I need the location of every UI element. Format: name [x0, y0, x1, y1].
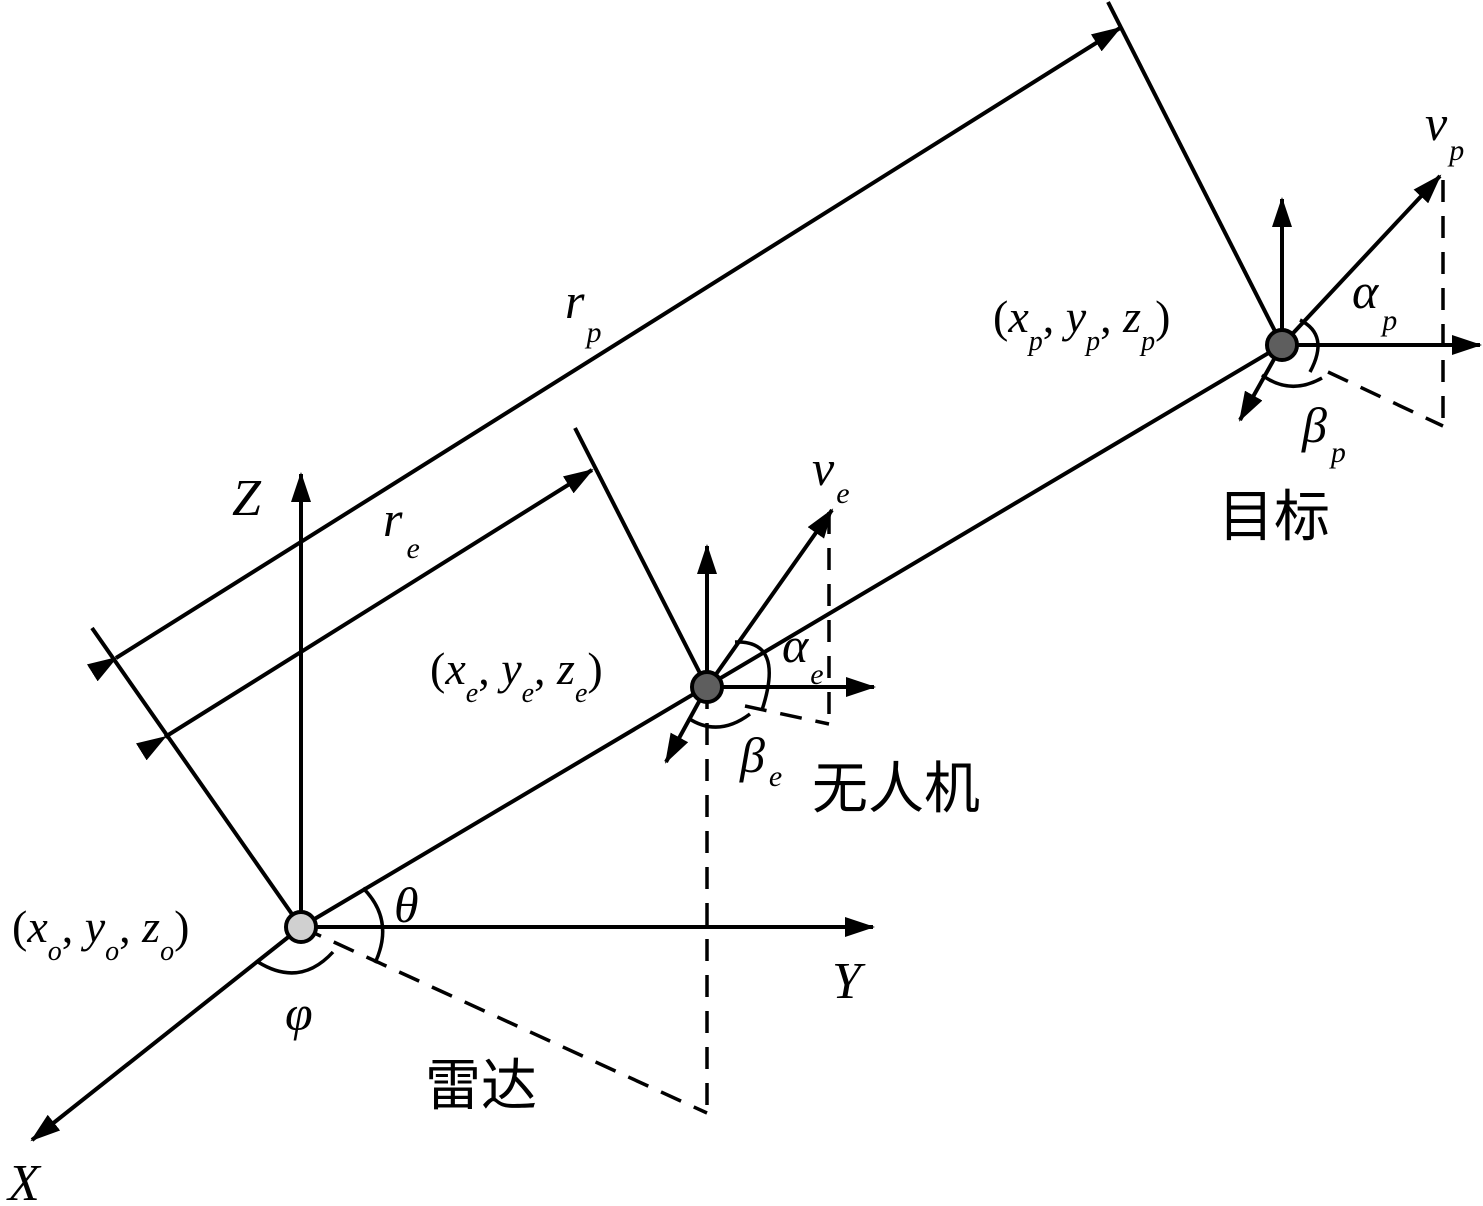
uav-alpha-label: αe: [782, 617, 824, 691]
uav-coordinates: (xe, ye, ze): [430, 643, 603, 709]
target-velocity-label: vp: [1425, 95, 1464, 167]
uav-velocity-arrow: [705, 508, 834, 689]
target-node: [1265, 328, 1299, 362]
rp-label: rp: [565, 273, 601, 349]
target-velocity-ground-dashed: [1327, 370, 1444, 428]
z-axis-label: Z: [232, 470, 262, 527]
theta-arc: [361, 886, 385, 964]
phi-arc: [257, 950, 335, 975]
target-beta-arc: [1260, 373, 1323, 389]
target-alpha-label: αp: [1352, 263, 1397, 337]
uav-velocity-ground-dashed: [744, 704, 830, 726]
ground-projection-dashed: [300, 925, 708, 1115]
uav-velocity-label: ve: [812, 440, 850, 510]
range-rp-arrow: [86, 26, 1122, 682]
x-axis: [30, 925, 303, 1142]
theta-label: θ: [394, 877, 419, 933]
radar-node: [284, 910, 318, 944]
target-alpha-arc: [1299, 318, 1320, 373]
x-axis-label: X: [6, 1155, 42, 1206]
uav-node: [690, 670, 724, 704]
radar-label: 雷达: [425, 1054, 537, 1119]
target-label: 目标: [1218, 485, 1330, 550]
uav-beta-arc: [687, 712, 752, 729]
target-coordinates: (xp, yp, zp): [993, 291, 1170, 357]
re-label: re: [383, 491, 420, 565]
target-velocity-arrow: [1280, 174, 1442, 347]
y-axis-label: Y: [832, 953, 866, 1010]
range-re-arrow: [135, 468, 594, 761]
phi-label: φ: [285, 985, 313, 1041]
radar-coordinates: (xo, yo, zo): [12, 901, 189, 967]
extension-line-target: [1106, 1, 1284, 346]
uav-label: 无人机: [812, 757, 980, 822]
uav-alpha-arc: [734, 640, 771, 711]
